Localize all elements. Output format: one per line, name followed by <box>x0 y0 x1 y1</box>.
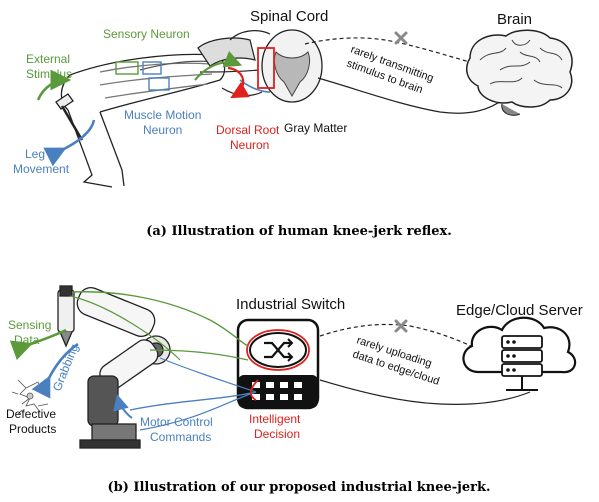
label-external-stimulus-2: Stimulus <box>26 67 72 81</box>
label-leg-movement-2: Movement <box>13 162 70 176</box>
spinal-cord-illustration <box>197 29 323 103</box>
dashed-path-upper <box>304 37 499 71</box>
motion-box <box>148 77 170 91</box>
arrow-stimulus <box>36 69 72 101</box>
sensing-data-line-3 <box>149 349 249 361</box>
cloud-server-icon <box>462 316 577 391</box>
decision-loop <box>246 329 310 371</box>
blocked-x-icon <box>394 31 408 45</box>
panel-a: Spinal Cord Brain Sensory Neuron Externa… <box>13 8 573 239</box>
label-motor-2: Commands <box>150 430 211 444</box>
caption-a: (a) Illustration of human knee-jerk refl… <box>146 224 452 239</box>
arrow-leg-movement <box>43 119 96 167</box>
industrial-switch-icon <box>236 318 320 410</box>
label-leg-movement-1: Leg <box>25 147 45 161</box>
label-intelligent-2: Decision <box>254 427 300 441</box>
arrow-sensing <box>9 328 67 361</box>
sensory-box-green <box>115 61 139 75</box>
label-intelligent-1: Intelligent <box>249 412 301 426</box>
decision-arrow <box>250 379 259 401</box>
label-sensing-1: Sensing <box>8 318 51 332</box>
label-defective-1: Defective <box>6 407 56 421</box>
motor-command-line-1 <box>129 391 257 411</box>
arrow-reflex <box>227 66 250 99</box>
label-external-stimulus-1: External <box>26 52 70 66</box>
hammer-icon <box>55 93 84 141</box>
label-edge-cloud-server: Edge/Cloud Server <box>456 302 583 319</box>
label-industrial-switch: Industrial Switch <box>236 296 345 313</box>
sensing-data-line-2 <box>69 295 181 361</box>
sensing-data-line-1 <box>71 291 249 347</box>
label-dorsal-root-2: Neuron <box>230 138 269 152</box>
motor-command-line-3 <box>139 391 257 431</box>
blocked-x-icon-b <box>394 319 408 333</box>
label-motor-1: Motor Control <box>140 415 213 429</box>
motor-command-line-2 <box>159 357 257 393</box>
label-muscle-motion-2: Neuron <box>143 123 182 137</box>
solid-path-lower <box>317 77 506 114</box>
arrow-motor <box>113 394 133 419</box>
brain-icon <box>465 29 573 116</box>
label-gray-matter: Gray Matter <box>284 121 347 135</box>
panel-b: Industrial Switch Edge/Cloud Server Sens… <box>6 285 583 495</box>
arrow-grabbing <box>31 342 79 399</box>
label-muscle-motion-1: Muscle Motion <box>124 108 201 122</box>
label-spinal-cord: Spinal Cord <box>250 8 328 25</box>
sensory-box <box>142 61 162 75</box>
label-sensory-neuron: Sensory Neuron <box>103 27 190 41</box>
caption-b: (b) Illustration of our proposed industr… <box>107 480 490 495</box>
solid-upload-path <box>319 379 531 405</box>
label-dorsal-root-1: Dorsal Root <box>216 123 280 137</box>
label-defective-2: Products <box>9 422 56 436</box>
label-sensing-2: Data <box>14 333 40 347</box>
label-brain: Brain <box>497 11 532 28</box>
dorsal-root-box <box>257 47 275 89</box>
robot-arm-illustration <box>57 285 171 449</box>
arrow-sensory <box>194 50 243 81</box>
